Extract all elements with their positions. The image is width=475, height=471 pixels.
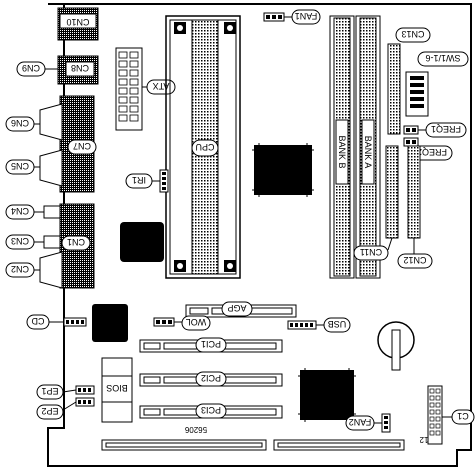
usb-header: USB [287, 317, 351, 333]
cpu-slot: CPU [165, 15, 241, 279]
board-mark: 56206 [184, 425, 207, 434]
board-outline [47, 3, 472, 467]
bottom-slot-right [273, 439, 405, 451]
chip-audio [92, 304, 128, 342]
pci2-label: PCI2 [201, 373, 221, 383]
cn10-label: CN10 [66, 17, 89, 27]
bios-chip: BIOS [101, 357, 133, 423]
cn11-label: CN11 [360, 247, 382, 257]
cn2-port: CN2 [5, 251, 63, 289]
cn9-label: CN9 [22, 63, 40, 73]
cn12-header: CN12 [397, 145, 433, 269]
sw1-switch: SW1/1-6 [405, 51, 469, 117]
usb-label: USB [328, 319, 347, 329]
cn12-label: CN12 [403, 255, 426, 265]
pci3-label: PCI3 [201, 405, 221, 415]
agp-label: AGP [227, 303, 246, 313]
fan1-label: FAN1 [295, 11, 318, 21]
cn7-label: CN7 [73, 141, 91, 151]
cn6-label: CN6 [11, 118, 29, 128]
wol-header: WOL [153, 315, 211, 331]
cn8-connector: CN8 [57, 55, 99, 85]
c1-header: 12 C1 [419, 385, 475, 445]
chip-south [298, 368, 356, 422]
cn2-label: CN2 [11, 264, 29, 274]
cn3-label: CN3 [11, 236, 29, 246]
chip-io [120, 222, 164, 262]
cn13-label: CN13 [401, 29, 424, 39]
freq2-jumper: FREQ2 [403, 137, 453, 161]
ep1-jumper: EP1 [36, 384, 95, 400]
cn1-label: CN1 [67, 237, 85, 247]
cn3-port: CN3 [5, 234, 61, 250]
atx-label: ATX [153, 81, 170, 91]
pci1-label: PCI1 [201, 339, 221, 349]
freq2-label: FREQ2 [417, 147, 447, 157]
cn7-connector: CN7 [59, 95, 97, 193]
cd-header: CD [26, 314, 87, 330]
c1-label: C1 [457, 411, 469, 421]
cn1-connector: CN1 [59, 203, 95, 289]
cn9-callout: CN9 [16, 61, 58, 77]
cn8-label: CN8 [71, 63, 89, 73]
cn6-port: CN6 [5, 103, 63, 141]
sw1-label: SW1/1-6 [425, 53, 460, 63]
cn10-connector: CN10 [57, 7, 99, 41]
ir1-label: IR1 [132, 175, 146, 185]
cd-label: CD [31, 316, 44, 326]
ep2-label: EP2 [41, 406, 58, 416]
freq1-label: FREQ1 [431, 124, 461, 134]
cn11-header: CN11 [353, 145, 399, 261]
cn4-port: CN4 [5, 204, 61, 220]
pci3-slot: PCI3 [139, 403, 283, 419]
fan1-header: FAN1 [263, 9, 321, 25]
ep2-jumper: EP2 [36, 397, 95, 420]
chip-north [252, 143, 314, 197]
freq1-jumper: FREQ1 [403, 122, 467, 138]
pci2-slot: PCI2 [139, 371, 283, 387]
bottom-slot-left [101, 439, 267, 451]
wol-label: WOL [186, 317, 207, 327]
bios-label: BIOS [106, 383, 128, 393]
pci1-slot: PCI1 [139, 337, 283, 353]
agp-slot: AGP [185, 301, 297, 318]
cn13-header: CN13 [387, 27, 431, 135]
cn4-label: CN4 [11, 206, 29, 216]
battery [377, 321, 415, 371]
memory-bank-a: BANK A [355, 15, 381, 279]
cn5-label: CN5 [11, 161, 29, 171]
fan2-header: FAN2 [345, 413, 391, 433]
cpu-label: CPU [195, 142, 214, 152]
ep1-label: EP1 [41, 386, 58, 396]
fan2-label: FAN2 [349, 417, 372, 427]
bank-a-label: BANK A [363, 136, 373, 169]
cn5-port: CN5 [5, 149, 63, 187]
atx-connector: ATX [115, 47, 176, 131]
memory-bank-b: BANK B [329, 15, 355, 279]
pin12-label: 12 [419, 435, 428, 444]
ir1-header: IR1 [125, 169, 169, 193]
bank-b-label: BANK B [337, 135, 347, 168]
